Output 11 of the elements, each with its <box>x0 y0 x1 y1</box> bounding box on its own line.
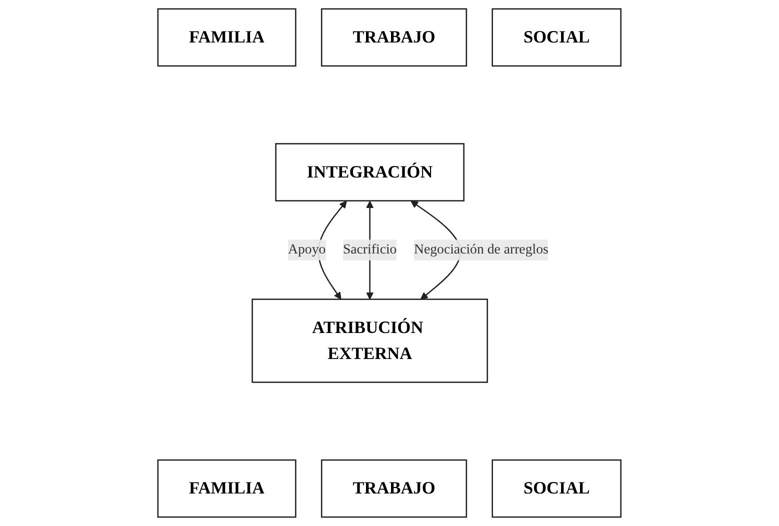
node-box: TRABAJO <box>321 459 468 518</box>
edge-label: Sacrificio <box>343 242 397 257</box>
node-box: INTEGRACIÓN <box>275 143 465 202</box>
node-box: SOCIAL <box>492 459 622 518</box>
edge-label: Apoyo <box>288 242 326 257</box>
node-box: ATRIBUCIÓN EXTERNA <box>252 298 488 383</box>
node-box: TRABAJO <box>321 8 468 67</box>
node-box: FAMILIA <box>157 8 296 67</box>
edge-label: Negociación de arreglos <box>414 242 548 257</box>
node-box: FAMILIA <box>157 459 296 518</box>
node-box: SOCIAL <box>492 8 622 67</box>
